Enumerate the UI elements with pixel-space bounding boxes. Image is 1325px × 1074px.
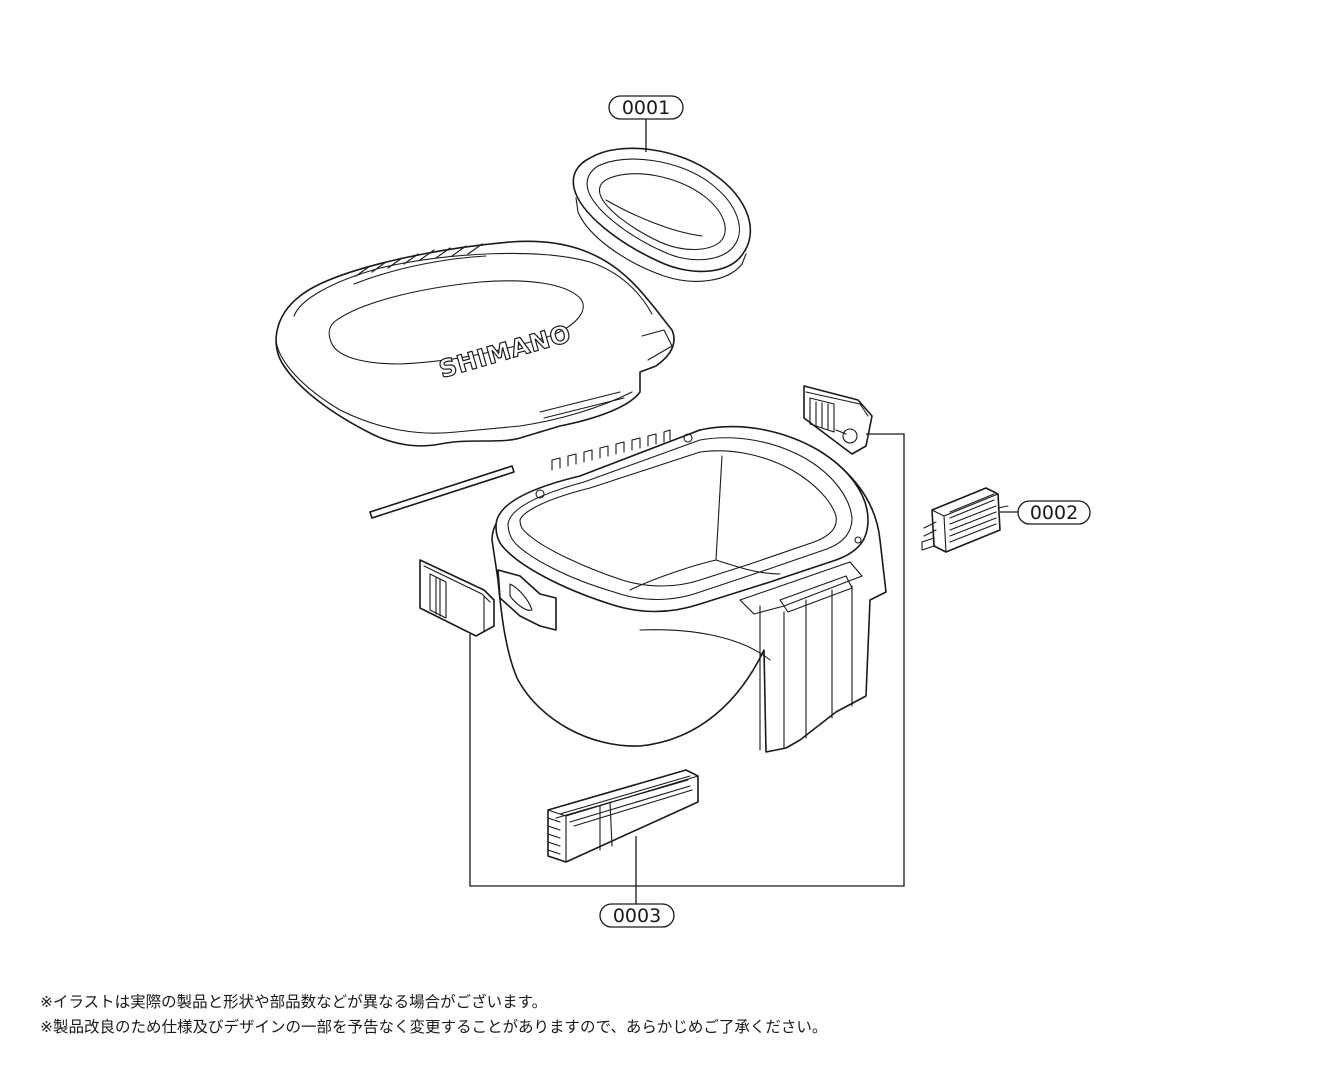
hinge-pin-part (369, 465, 515, 519)
disclaimer-notes: ※イラストは実際の製品と形状や部品数などが異なる場合がございます。 ※製品改良の… (40, 990, 1280, 1040)
main-body-part (491, 425, 887, 753)
callout-label-0002: 0002 (1030, 502, 1078, 524)
exploded-parts-diagram: SHIMANO (275, 95, 1091, 928)
latch-left-part (419, 559, 495, 637)
large-pump-part (547, 769, 699, 863)
leader-lines (469, 119, 1018, 904)
lid-part: SHIMANO (275, 240, 675, 447)
small-pump-part (921, 487, 1009, 553)
callout-0001: 0001 (608, 95, 684, 120)
callout-label-0003: 0003 (613, 905, 661, 927)
oval-tray-part (572, 147, 752, 282)
note-spec-change: ※製品改良のため仕様及びデザインの一部を予告なく変更することがありますので、あら… (40, 1018, 828, 1036)
callout-label-0001: 0001 (622, 97, 670, 119)
callout-0002: 0002 (1017, 500, 1091, 525)
callout-0003: 0003 (599, 903, 675, 928)
latch-right-part (803, 385, 873, 455)
note-illustration: ※イラストは実際の製品と形状や部品数などが異なる場合がございます。 (40, 993, 548, 1011)
